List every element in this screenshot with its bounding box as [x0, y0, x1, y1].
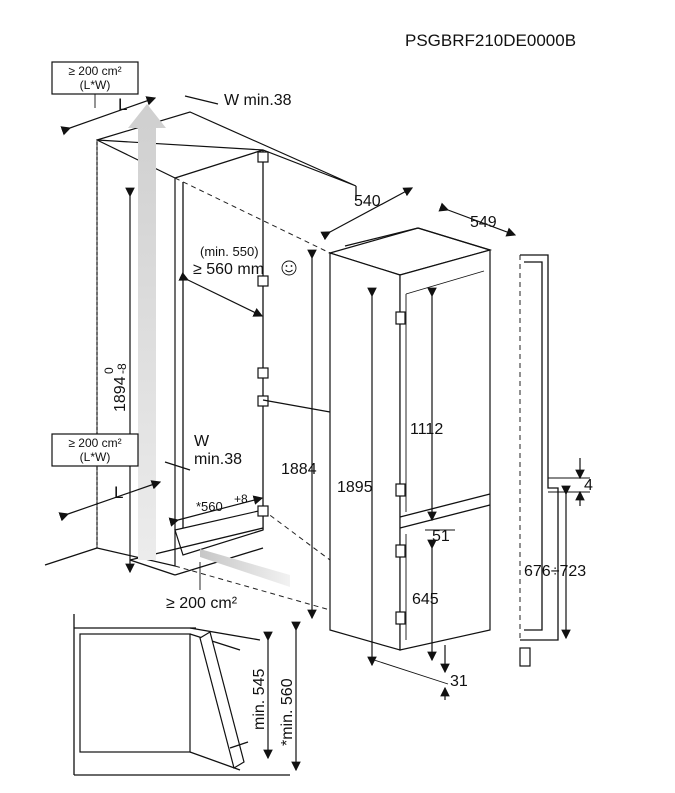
- appliance-height: 1884: [281, 461, 317, 478]
- appliance-depth: 549: [470, 214, 497, 231]
- dim-depth: [438, 202, 517, 237]
- dim-niche-width: [168, 495, 264, 527]
- fridge-height: 1112: [410, 421, 443, 438]
- section-door: [199, 631, 245, 769]
- label-L-top: L: [118, 95, 127, 114]
- vent-bottom: ≥ 200 cm²: [166, 595, 238, 612]
- airflow-arrows: [128, 104, 290, 587]
- door-profile: [519, 254, 559, 667]
- vent-top-box: [51, 61, 139, 95]
- model-code: PSGBRF210DE0000B: [405, 31, 576, 50]
- door-offset: 4: [584, 477, 593, 494]
- gap-height: 51: [432, 528, 450, 545]
- w-min-top: W min.38: [224, 92, 292, 109]
- section-min-a: min. 545: [251, 669, 268, 730]
- vent-mid-box: [51, 433, 139, 467]
- dim-depth-min: [178, 272, 264, 317]
- cabinet-niche: [44, 111, 357, 611]
- section-min-b: *min. 560: [279, 678, 296, 746]
- depth-min-alt: (min. 550): [200, 244, 259, 259]
- freezer-height: 645: [412, 591, 439, 608]
- section-detail: [73, 614, 290, 776]
- airflow-up-arrow: [128, 104, 166, 560]
- dim-width: [320, 187, 414, 241]
- bottom-gap: 31: [450, 673, 468, 690]
- w-min-mid: min.38: [194, 451, 242, 468]
- dim-L-bottom: [58, 480, 162, 522]
- total-height: 1895: [337, 479, 373, 496]
- vent-mid-formula: (L*W): [80, 450, 111, 464]
- vent-top-area: ≥ 200 cm²: [68, 64, 121, 78]
- appliance-front: [399, 249, 491, 651]
- niche-tol-lower: -8: [115, 363, 129, 374]
- smile-icon: [281, 260, 297, 276]
- appliance-width: 540: [354, 193, 381, 210]
- label-L-bottom: L: [114, 483, 123, 502]
- w-label-mid: W: [194, 433, 210, 450]
- appliance: [327, 227, 493, 651]
- niche-width-tol: +8: [234, 492, 248, 506]
- depth-min: ≥ 560 mm: [193, 261, 264, 278]
- vent-mid-area: ≥ 200 cm²: [68, 436, 121, 450]
- airflow-in-arrow: [200, 549, 290, 587]
- niche-height: 1894: [112, 376, 129, 412]
- niche-width: *560: [196, 499, 223, 514]
- dim-L-top: [60, 96, 157, 136]
- niche-tol-upper: 0: [102, 367, 116, 374]
- appliance-side: [329, 252, 401, 651]
- door-range: 676÷723: [524, 563, 586, 580]
- cabinet-left-panel: [96, 139, 176, 567]
- vent-top-formula: (L*W): [80, 78, 111, 92]
- dim-W-top: [184, 95, 219, 105]
- section-cabinet: [79, 633, 191, 753]
